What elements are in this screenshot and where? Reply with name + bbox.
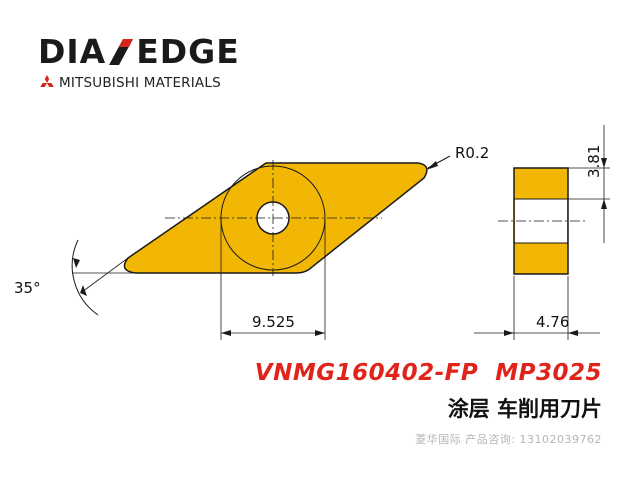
brand-mark-icon	[109, 39, 134, 65]
contact-info: 菱华国际 产品咨询: 13102039762	[415, 433, 602, 446]
radius-label: R0.2	[455, 144, 489, 162]
ic-arrow-left	[221, 330, 231, 336]
angle-label: 35°	[14, 279, 41, 297]
height-arrow-top	[601, 158, 607, 168]
height-label: 3.81	[585, 145, 603, 178]
width-label: 4.76	[536, 313, 569, 331]
width-arrow-left	[504, 330, 514, 336]
mitsubishi-logo-icon	[40, 75, 54, 87]
angle-arc	[71, 239, 99, 316]
height-arrow-bottom	[601, 199, 607, 209]
ic-arrow-right	[315, 330, 325, 336]
angle-arrow-top	[73, 258, 80, 268]
brand-wordmark: DIA EDGE	[38, 34, 268, 70]
ic-label: 9.525	[252, 313, 295, 331]
angle-arrow-bottom	[80, 285, 87, 296]
brand-name-right: EDGE	[136, 32, 240, 71]
product-title: VNMG160402-FP MP3025	[254, 360, 602, 386]
brand-name-left: DIA	[38, 32, 107, 71]
angle-edge-extension	[81, 257, 129, 293]
brand-logo: DIA EDGE MITSUBISHI MATERIALS	[38, 34, 268, 92]
brand-subline-text: MITSUBISHI MATERIALS	[59, 75, 221, 91]
product-subtitle: 涂层 车削用刀片	[447, 397, 602, 421]
brand-subline: MITSUBISHI MATERIALS	[38, 75, 268, 91]
radius-arrow	[426, 161, 438, 170]
width-arrow-right	[568, 330, 578, 336]
